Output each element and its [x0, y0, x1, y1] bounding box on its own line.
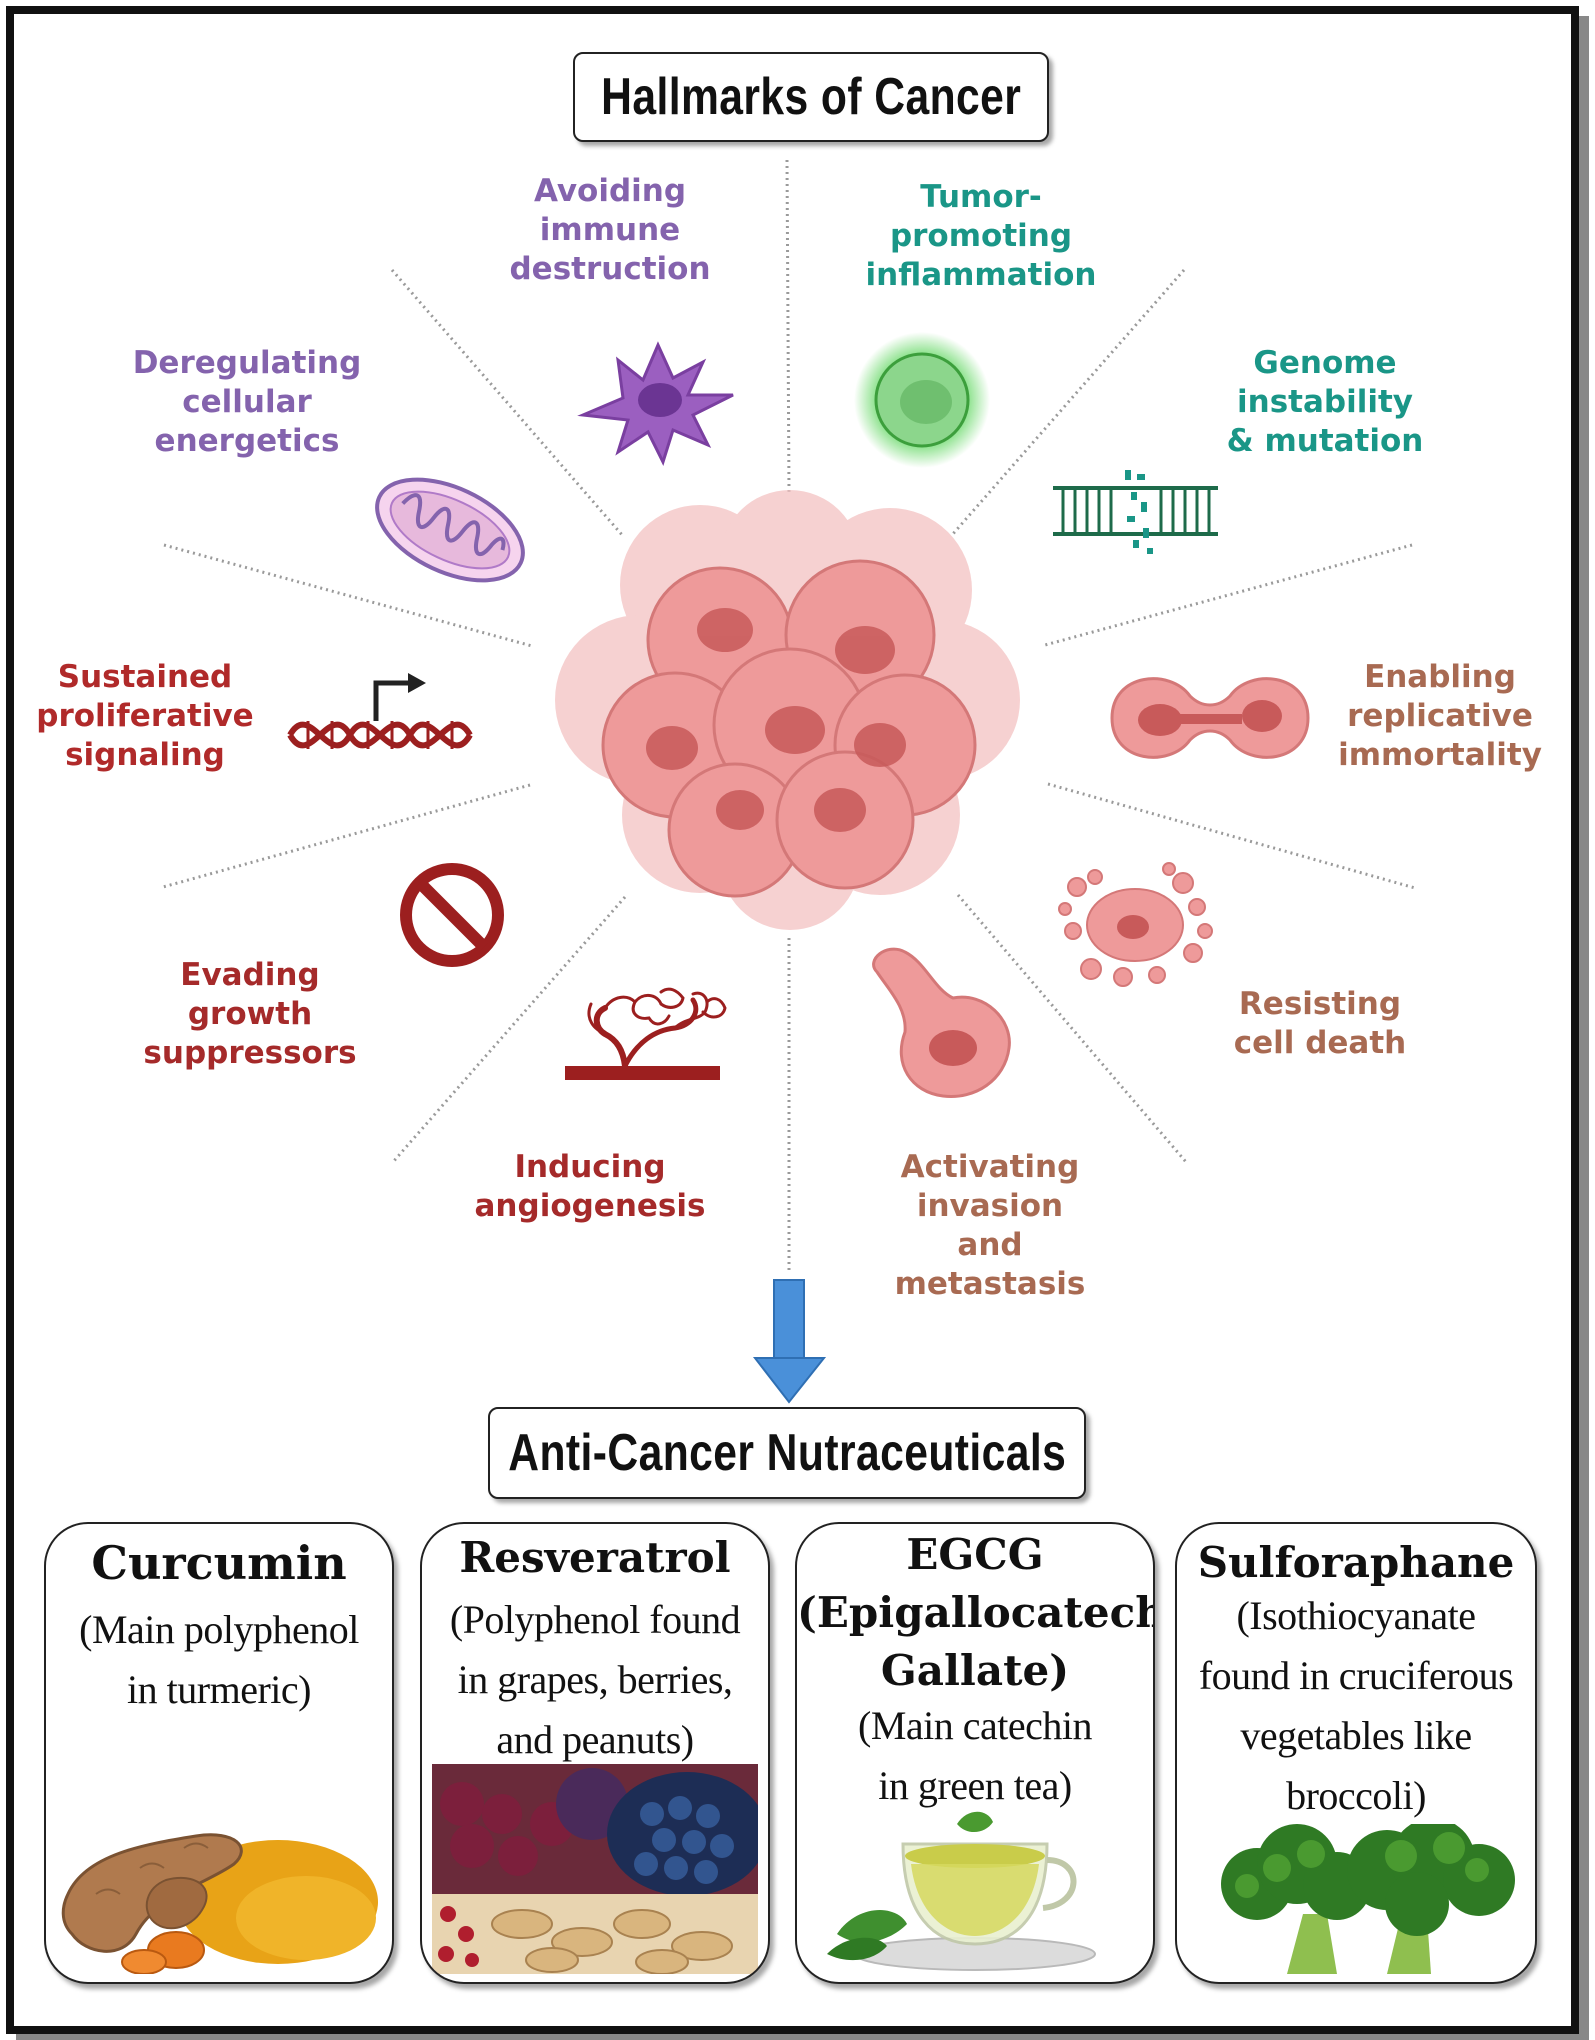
- spoke: [163, 543, 533, 648]
- hallmark-avoiding-immune-destruction: Avoiding immune destruction: [509, 173, 711, 287]
- migrating-cell-icon: [872, 947, 1011, 1099]
- nutraceutical-card-curcumin: Curcumin (Main polyphenol in turmeric): [44, 1522, 394, 1984]
- fragmenting-cell-icon: [1058, 862, 1213, 987]
- inflamed-cell-icon: [854, 332, 990, 468]
- nutraceutical-name: Resveratrol: [459, 1533, 731, 1582]
- mitochondrion-icon: [375, 477, 525, 583]
- broccoli-image: [1221, 1824, 1515, 1974]
- dividing-cell-icon: [1110, 677, 1310, 759]
- hallmark-invasion-metastasis: Activating invasion and metastasis: [894, 1149, 1086, 1302]
- spoke: [956, 894, 1188, 1163]
- hallmark-sustained-proliferative-signaling: Sustained proliferative signaling: [36, 659, 254, 773]
- down-arrow-icon: [752, 1279, 827, 1404]
- nutraceutical-description: (Polyphenol found in grapes, berries, an…: [449, 1597, 741, 1762]
- spoke: [391, 896, 627, 1163]
- dna-ladder-icon: [1053, 470, 1218, 554]
- nutraceutical-name: EGCG (Epigallocatechin Gallate): [797, 1530, 1153, 1695]
- nutraceutical-name: Curcumin: [91, 1536, 347, 1590]
- hallmark-inducing-angiogenesis: Inducing angiogenesis: [474, 1149, 706, 1224]
- nutraceutical-description: (Main polyphenol in turmeric): [79, 1607, 359, 1712]
- nutraceutical-card-resveratrol: Resveratrol (Polyphenol found in grapes,…: [420, 1522, 770, 1984]
- hallmarks-title: Hallmarks of Cancer: [573, 52, 1049, 142]
- berries-image: [432, 1764, 758, 1974]
- dna-promoter-icon: [287, 673, 473, 749]
- hallmark-tumor-promoting-inflammation: Tumor- promoting inflammation: [865, 179, 1097, 293]
- nutraceutical-description: (Main catechin in green tea): [858, 1703, 1093, 1808]
- nutraceutical-card-sulforaphane: Sulforaphane (Isothiocyanate found in cr…: [1175, 1522, 1537, 1984]
- turmeric-image: [61, 1833, 378, 1974]
- nutraceutical-name: Sulforaphane: [1197, 1538, 1515, 1587]
- blood-vessel-icon: [565, 987, 727, 1080]
- green-tea-image: [827, 1811, 1096, 1971]
- radial-spokes: [162, 159, 1416, 1270]
- tumor-cluster-icon: [555, 490, 1020, 930]
- hallmark-deregulating-energetics: Deregulating cellular energetics: [132, 345, 362, 459]
- spoke: [1047, 782, 1416, 890]
- hallmark-genome-instability: Genome instability & mutation: [1226, 345, 1424, 459]
- hallmark-replicative-immortality: Enabling replicative immortality: [1338, 659, 1542, 773]
- hallmark-evading-growth-suppressors: Evading growth suppressors: [143, 957, 357, 1071]
- spoke: [785, 159, 791, 493]
- nutraceutical-description: (Isothiocyanate found in cruciferous veg…: [1198, 1593, 1514, 1818]
- spoke: [1044, 543, 1413, 647]
- prohibition-icon: [400, 863, 504, 967]
- nutraceuticals-title: Anti-Cancer Nutraceuticals: [488, 1407, 1086, 1499]
- immune-cell-icon: [577, 341, 734, 466]
- nutraceutical-card-egcg: EGCG (Epigallocatechin Gallate) (Main ca…: [795, 1522, 1155, 1984]
- hallmark-resisting-cell-death: Resisting cell death: [1233, 986, 1407, 1061]
